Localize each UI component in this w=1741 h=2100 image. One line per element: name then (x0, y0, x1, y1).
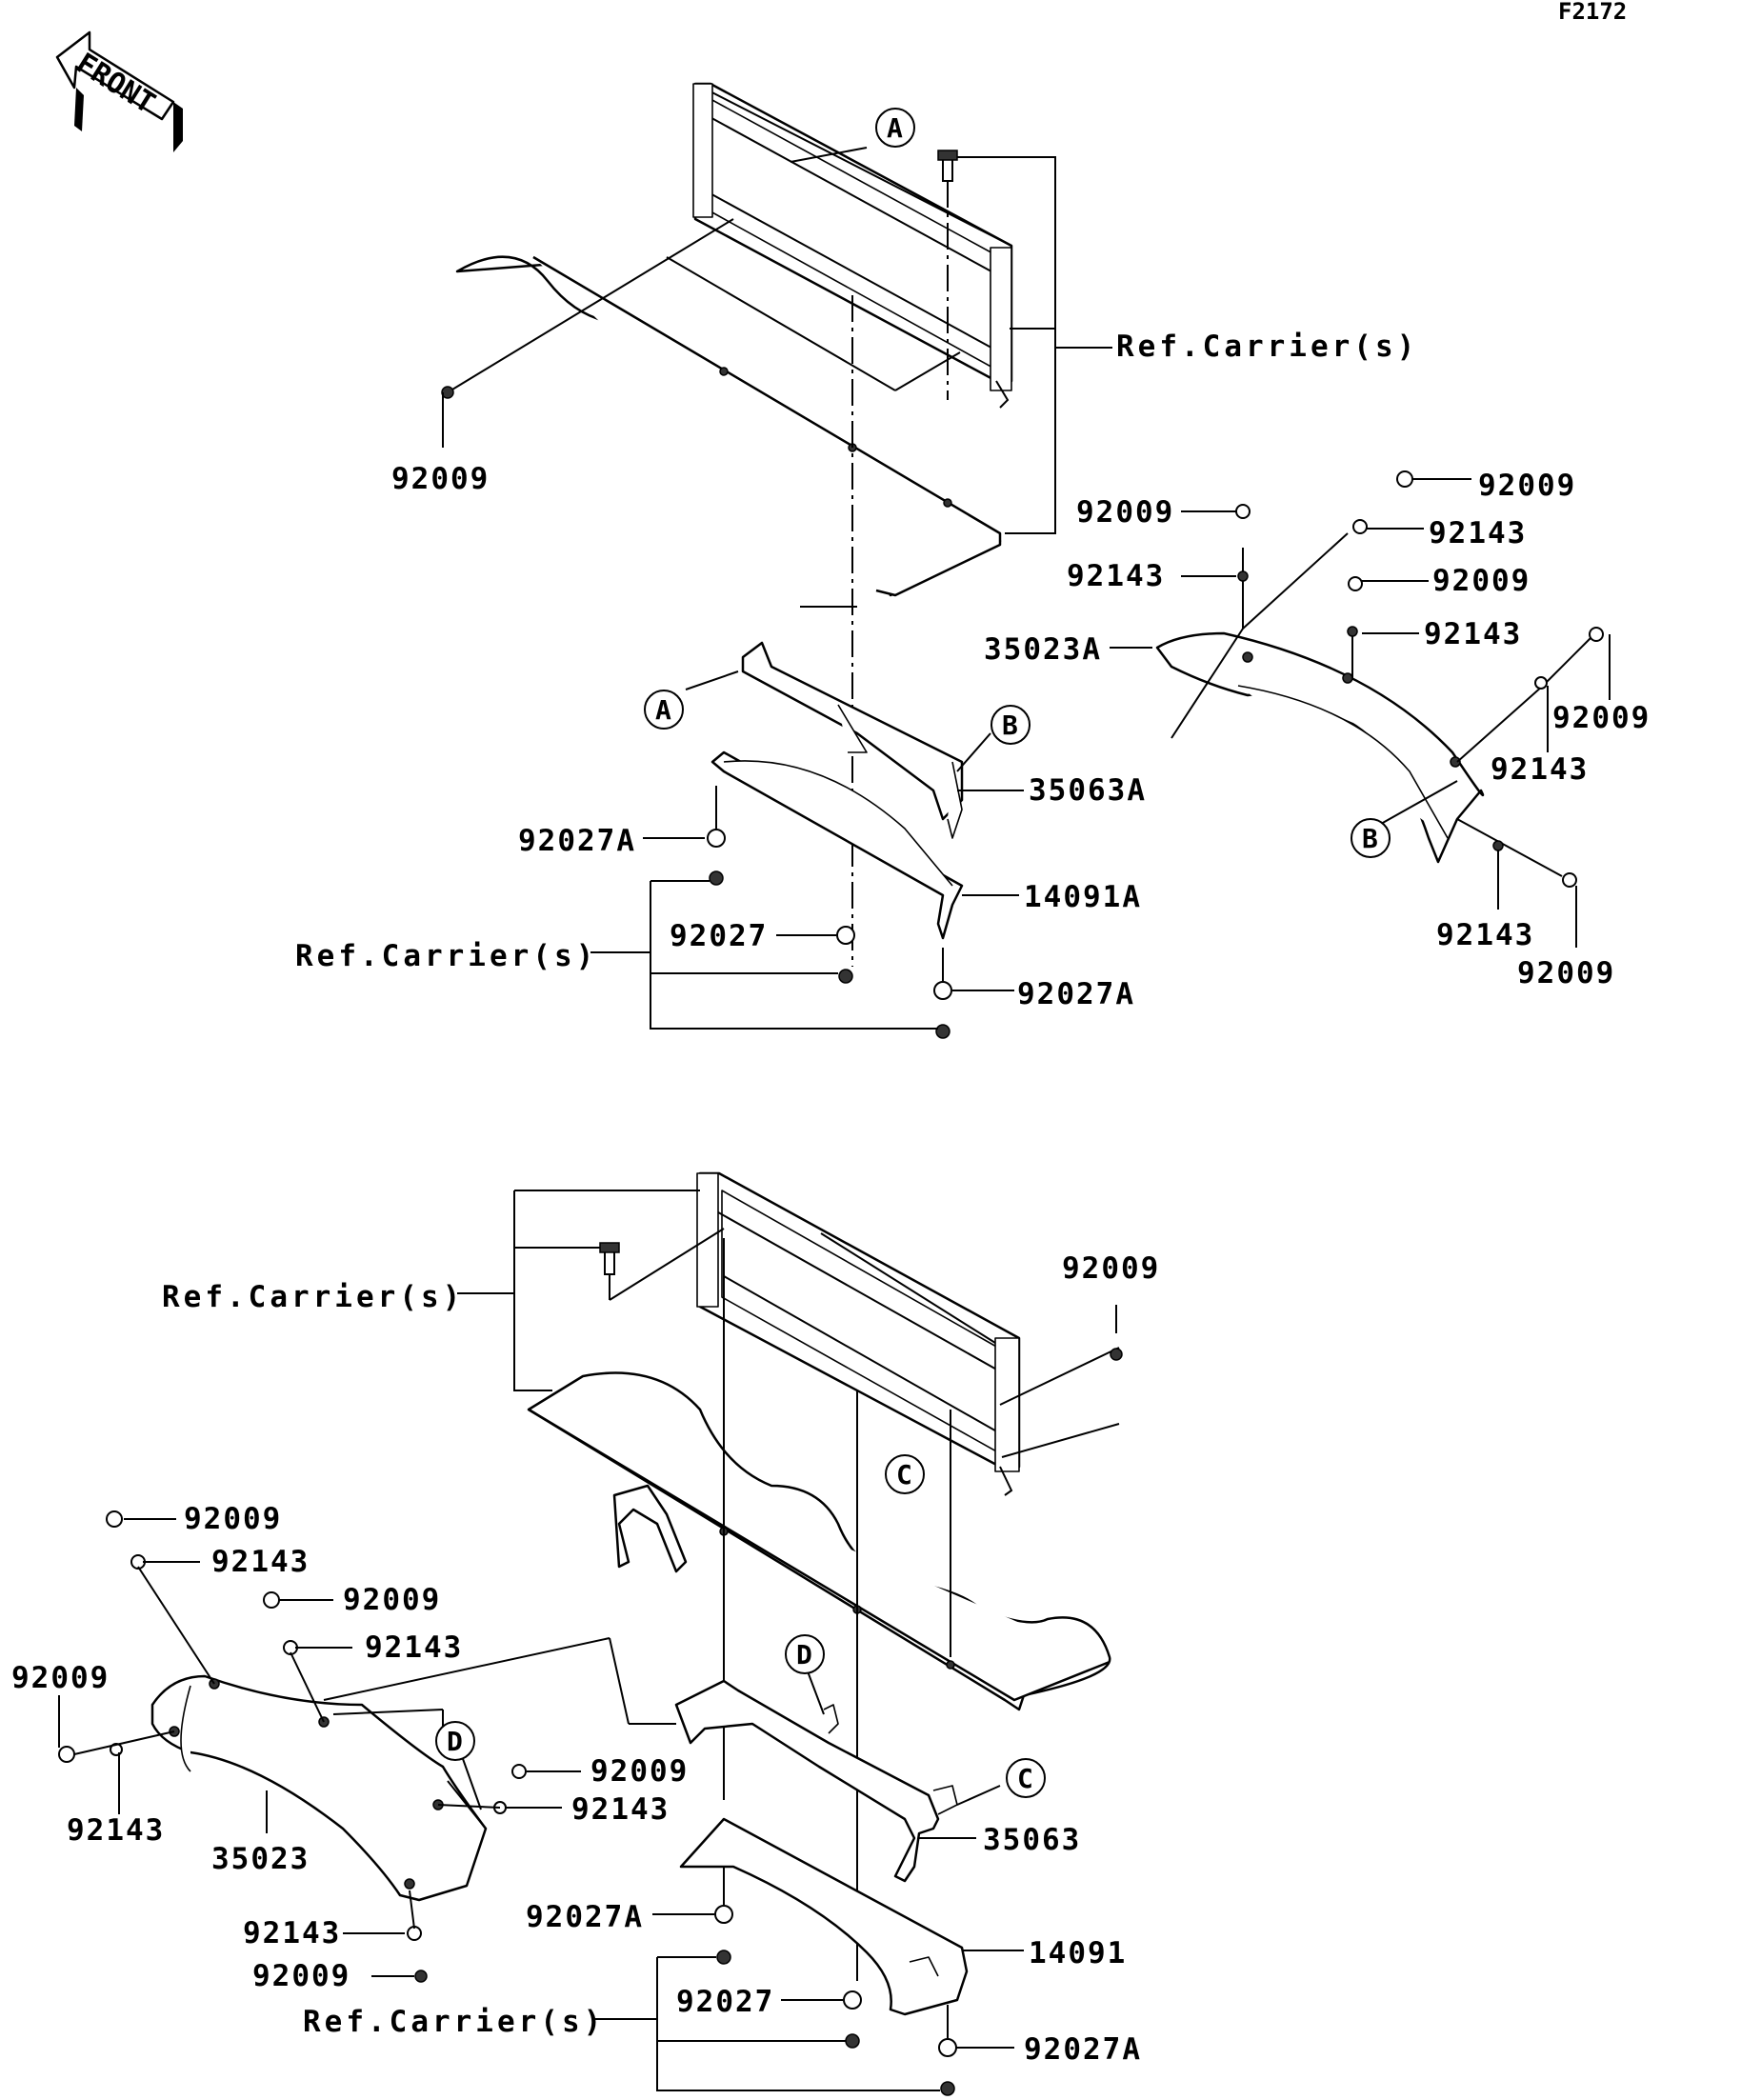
ref-carrier-label-4: Ref.Carrier(s) (303, 2005, 605, 2039)
callout-a-1: A (875, 108, 915, 148)
part-92009-label-4: 92009 (1432, 564, 1531, 598)
part-35063a-label: 35063A (1029, 773, 1147, 808)
part-92009-label-2: 92009 (1478, 469, 1576, 503)
part-92027a-label-1: 92027A (518, 824, 636, 858)
front-label: FRONT (70, 47, 161, 121)
bracket-35063a (741, 641, 964, 839)
bolt-top (937, 150, 958, 182)
callout-d-1: D (785, 1634, 825, 1674)
part-92009-label-9: 92009 (343, 1583, 441, 1617)
nuts-top (707, 829, 952, 1039)
svg-text:B: B (1002, 710, 1018, 741)
front-arrow-icon: FRONT (55, 30, 183, 152)
bottom-assembly (58, 1171, 1123, 2096)
carrier-frame-bottom (696, 1171, 1021, 1496)
svg-text:A: A (655, 694, 671, 726)
svg-text:B: B (1362, 823, 1378, 854)
part-92027a-label-4: 92027A (1024, 2032, 1142, 2067)
bar-14091 (679, 1817, 969, 2016)
part-92027-label-2: 92027 (676, 1985, 774, 2019)
part-92027a-label-3: 92027A (526, 1900, 644, 1934)
nuts-bottom (714, 1905, 957, 2096)
callout-a-2: A (644, 690, 684, 730)
part-92143-label-6: 92143 (211, 1545, 310, 1579)
svg-text:C: C (896, 1459, 912, 1490)
part-92143-label-10: 92143 (243, 1916, 341, 1950)
callout-b-1: B (991, 705, 1031, 745)
part-92009-label-3: 92009 (1076, 495, 1174, 530)
part-92009-label-1: 92009 (391, 462, 490, 496)
bracket-35063 (674, 1679, 958, 1883)
ref-carrier-label-3: Ref.Carrier(s) (162, 1280, 464, 1314)
diagram-code: F2172 (1558, 0, 1627, 25)
guard-35023 (150, 1674, 488, 1902)
part-92009-label-11: 92009 (590, 1754, 689, 1789)
part-92009-label-6: 92009 (1517, 956, 1615, 990)
hardware-top-right (1235, 470, 1604, 888)
part-35063-label: 35063 (983, 1823, 1081, 1857)
callout-b-2: B (1351, 818, 1391, 858)
part-92027a-label-2: 92027A (1017, 977, 1135, 1011)
part-35023-label: 35023 (211, 1842, 310, 1876)
part-92009-label-7: 92009 (1062, 1251, 1160, 1286)
bed-panel-bottom (527, 1371, 1111, 1711)
labels-top: Ref.Carrier(s) 92009 92009 92009 92143 9… (295, 330, 1651, 1011)
part-14091a-label: 14091A (1024, 880, 1142, 914)
part-92143-label-2: 92143 (1067, 559, 1165, 593)
part-35023a-label: 35023A (984, 632, 1102, 667)
callout-c-2: C (1006, 1758, 1046, 1798)
part-92143-label-3: 92143 (1424, 617, 1522, 651)
svg-text:D: D (447, 1726, 463, 1757)
part-92009-label-12: 92009 (252, 1959, 350, 1993)
part-92143-label-4: 92143 (1491, 752, 1589, 787)
bed-panel-top (455, 255, 1002, 597)
callouts: A A B B C C D D (435, 108, 1391, 1798)
bar-14091a (710, 750, 964, 940)
bolt-bottom (599, 1242, 620, 1275)
part-92143-label-7: 92143 (365, 1630, 463, 1665)
top-assembly (441, 82, 1604, 1039)
part-92143-label-1: 92143 (1429, 516, 1527, 550)
part-92143-label-5: 92143 (1436, 918, 1534, 952)
guard-35023a (1155, 631, 1485, 864)
carrier-frame-top (692, 82, 1013, 409)
svg-text:D: D (796, 1639, 812, 1670)
callout-c-1: C (885, 1454, 925, 1494)
part-14091-label: 14091 (1029, 1936, 1127, 1970)
svg-text:C: C (1017, 1763, 1033, 1794)
part-92009-label-5: 92009 (1552, 701, 1651, 735)
screw-92009-bottom-right (1110, 1348, 1123, 1361)
part-92143-label-9: 92143 (67, 1813, 165, 1848)
part-92009-label-8: 92009 (184, 1502, 282, 1536)
part-92009-label-10: 92009 (11, 1661, 110, 1695)
svg-text:A: A (887, 112, 903, 144)
callout-d-2: D (435, 1721, 475, 1761)
ref-carrier-label-2: Ref.Carrier(s) (295, 939, 597, 973)
part-92143-label-8: 92143 (571, 1792, 670, 1827)
labels-bottom: 92009 Ref.Carrier(s) 92009 92143 92009 9… (11, 1251, 1160, 2067)
ref-carrier-label-1: Ref.Carrier(s) (1116, 330, 1418, 364)
part-92027-label-1: 92027 (670, 919, 768, 953)
